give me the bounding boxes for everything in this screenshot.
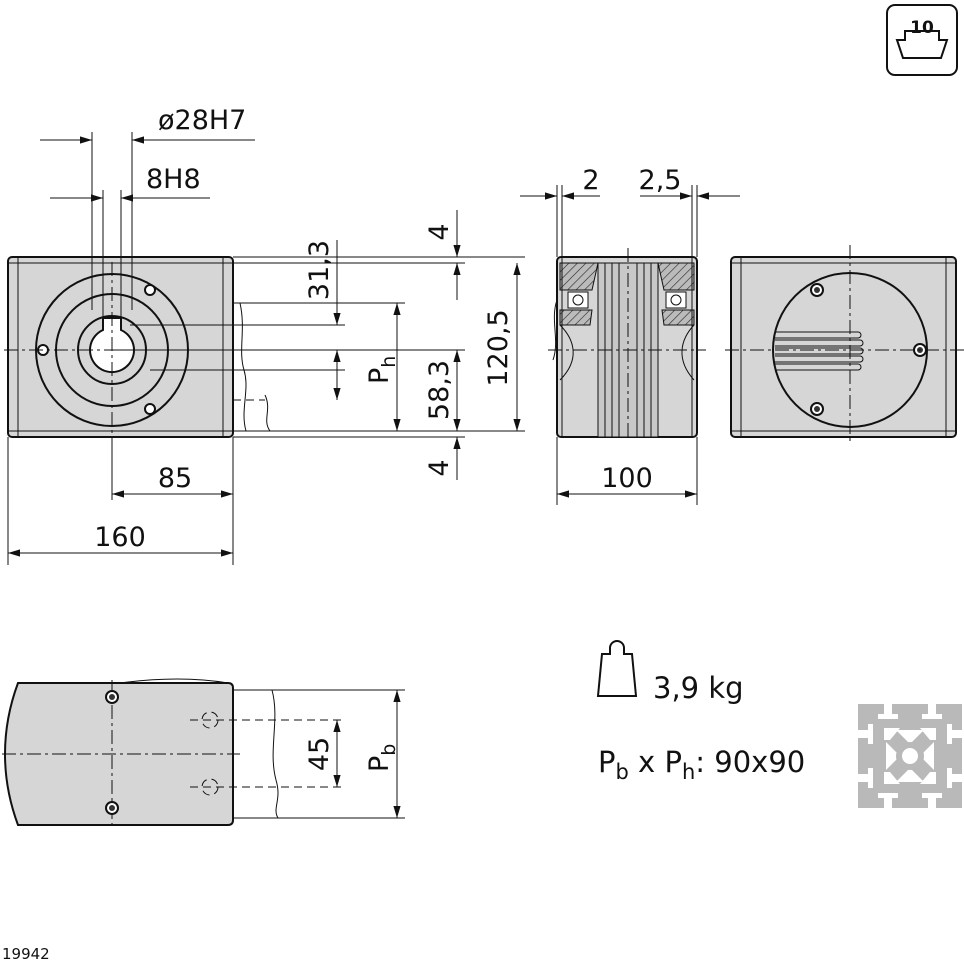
drawing-number: 19942 (2, 945, 50, 963)
shaft-to-edge-dimension: 85 (158, 463, 192, 494)
keyway-dimension: 8H8 (146, 164, 201, 195)
profile-width-label: P (364, 756, 395, 772)
badge-number: 10 (910, 18, 934, 38)
profile-height-label: P (364, 368, 395, 384)
weight-value: 3,9 kg (653, 671, 744, 705)
profile-size-text: Pb x Ph: 90x90 (598, 745, 805, 784)
profile-size-p2: P (664, 745, 682, 779)
profile-height-dimension: Ph (364, 356, 400, 384)
overall-height-dimension: 120,5 (483, 309, 514, 386)
side-gap-right-dimension: 2,5 (639, 165, 682, 196)
svg-text:Ph: Ph (364, 356, 400, 384)
top-view (2, 678, 405, 830)
center-from-bottom-dimension: 58,3 (424, 360, 455, 420)
profile-width-sub: b (378, 744, 400, 756)
svg-text:Pb: Pb (364, 744, 400, 772)
offset-top-dimension: 4 (424, 223, 455, 240)
profile-size-x: x (629, 745, 665, 779)
profile-size-p: P (598, 745, 616, 779)
bore-dimension: ø28H7 (158, 105, 246, 136)
front-view-dimensions: ø28H7 8H8 4 31,3 Ph 58,3 (7, 105, 525, 565)
aluminium-profile-icon (858, 704, 962, 808)
front-view (4, 256, 350, 440)
profile-size-sub-b: b (616, 760, 629, 784)
top-view-dimensions: 45 Pb (304, 690, 401, 818)
weight-icon (596, 640, 638, 697)
mounting-badge-icon: 10 (886, 4, 958, 76)
rear-view (725, 245, 964, 445)
side-view-dimensions: 2 2,5 100 (520, 165, 740, 505)
overall-length-dimension: 160 (94, 522, 146, 553)
side-section-view (548, 248, 706, 440)
side-gap-left-dimension: 2 (582, 165, 599, 196)
offset-bottom-dimension: 4 (424, 459, 455, 476)
depth-dimension: 100 (601, 463, 653, 494)
profile-size-sub-h: h (682, 760, 695, 784)
profile-size-value: : 90x90 (695, 745, 805, 779)
profile-width-dimension: Pb (364, 744, 400, 772)
center-from-top-dimension: 31,3 (304, 240, 335, 300)
profile-height-sub: h (378, 356, 400, 368)
hole-spacing-dimension: 45 (304, 737, 335, 771)
